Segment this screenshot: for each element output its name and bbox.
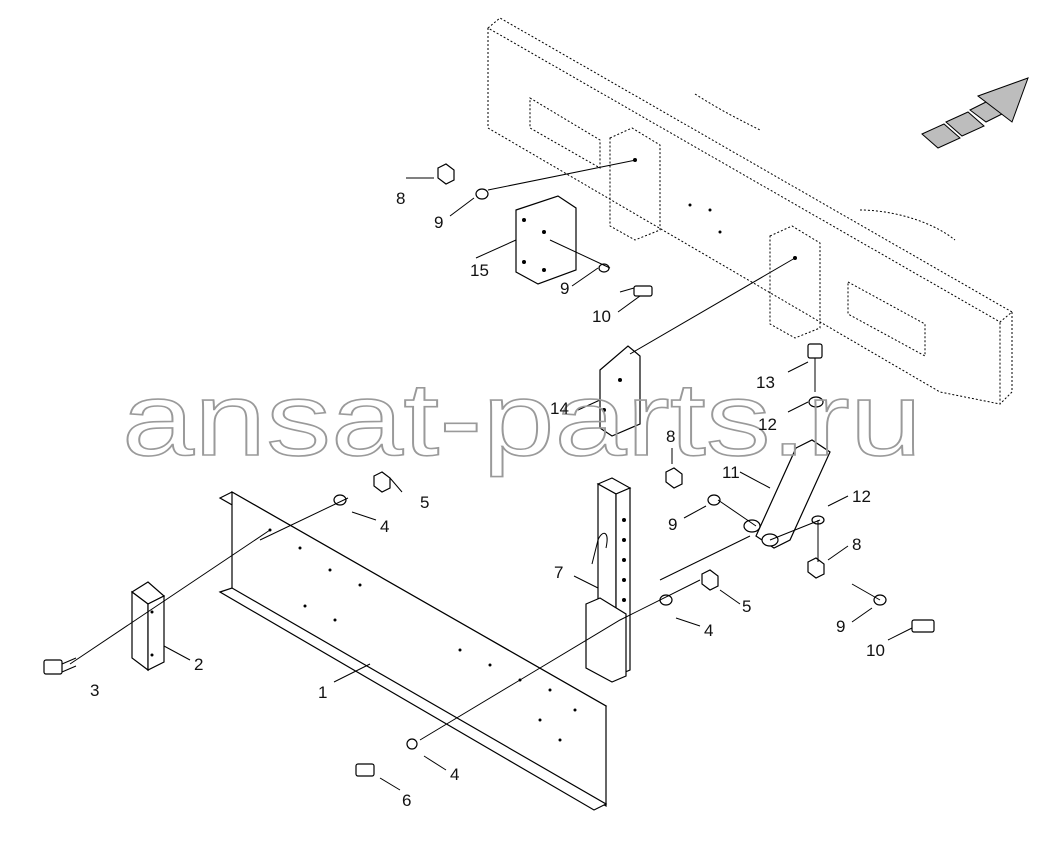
callout-8: 8 — [396, 189, 405, 208]
watermark-text: ansat-parts.ru — [122, 362, 922, 478]
callout-8: 8 — [852, 535, 861, 554]
leader-lines — [69, 159, 913, 791]
callout-5: 5 — [742, 597, 751, 616]
callout-12: 12 — [852, 487, 871, 506]
part-11-link — [743, 439, 831, 549]
callout-5: 5 — [420, 493, 429, 512]
callout-3: 3 — [90, 681, 99, 700]
callout-4: 4 — [450, 765, 459, 784]
callout-10: 10 — [592, 307, 611, 326]
callout-4: 4 — [704, 621, 713, 640]
callout-4: 4 — [380, 517, 389, 536]
callout-11: 11 — [722, 463, 740, 482]
part-15-bracket — [515, 195, 577, 285]
part-1-beam — [218, 490, 608, 811]
callout-9: 9 — [668, 515, 677, 534]
callout-10: 10 — [866, 641, 885, 660]
callout-1: 1 — [318, 683, 327, 702]
callout-labels: 1 2 3 4 4 4 5 5 6 7 8 8 8 9 9 9 9 10 10 … — [90, 189, 885, 810]
callout-15: 15 — [470, 261, 489, 280]
callout-8: 8 — [666, 427, 675, 446]
callout-12: 12 — [758, 415, 777, 434]
part-3-bolt — [43, 657, 77, 675]
callout-2: 2 — [194, 655, 203, 674]
direction-arrow-icon — [921, 77, 1029, 149]
callout-7: 7 — [554, 563, 563, 582]
callout-9: 9 — [434, 213, 443, 232]
callout-6: 6 — [402, 791, 411, 810]
part-14-bracket — [599, 345, 641, 437]
part-2-spacer-block — [130, 581, 166, 672]
callout-13: 13 — [756, 373, 775, 392]
callout-9: 9 — [836, 617, 845, 636]
part-7-upright — [585, 477, 632, 683]
callout-14: 14 — [550, 399, 569, 418]
callout-9: 9 — [560, 279, 569, 298]
